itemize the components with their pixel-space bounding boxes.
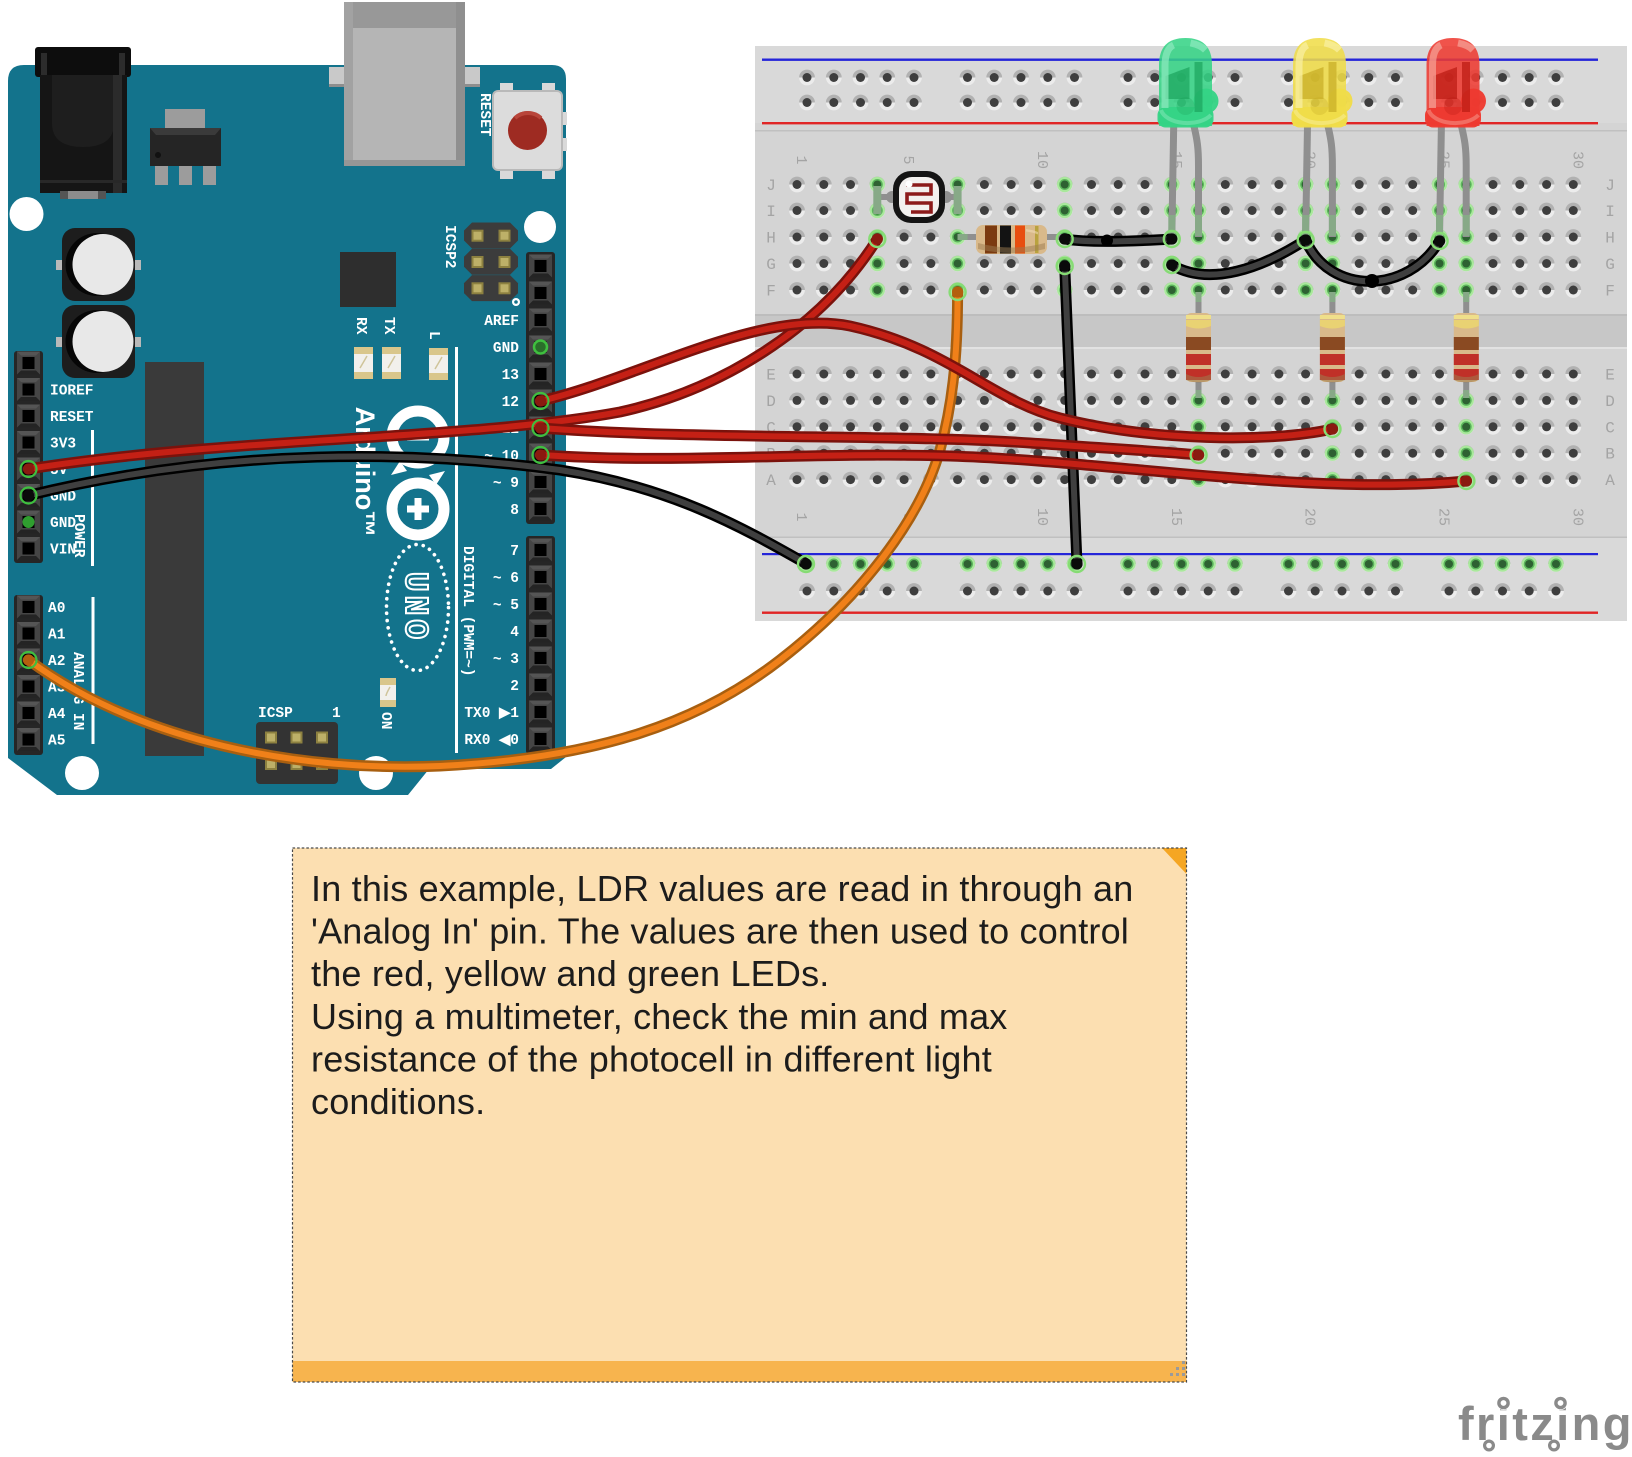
svg-text:In this example, LDR values ar: In this example, LDR values are read in … [311, 868, 1133, 909]
svg-text:VIN: VIN [50, 543, 76, 559]
svg-text:conditions.: conditions. [311, 1081, 485, 1122]
svg-text:H: H [1605, 230, 1615, 248]
svg-text:TX0 ▶1: TX0 ▶1 [464, 706, 519, 722]
svg-text:B: B [1605, 446, 1615, 464]
svg-text:12: 12 [502, 395, 519, 411]
svg-text:G: G [1605, 256, 1615, 274]
svg-text:AREF: AREF [484, 314, 519, 330]
svg-text:8: 8 [510, 503, 519, 519]
svg-text:7: 7 [510, 544, 519, 560]
svg-text:'Analog In' pin. The values ar: 'Analog In' pin. The values are then use… [311, 911, 1129, 952]
svg-text:A: A [1605, 472, 1615, 490]
svg-text:Using a multimeter, check the: Using a multimeter, check the min and ma… [311, 996, 1008, 1037]
svg-text:RESET: RESET [50, 410, 94, 426]
svg-text:C: C [766, 419, 776, 437]
svg-text:I: I [766, 203, 776, 221]
svg-text:L: L [425, 331, 441, 340]
svg-text:~ 6: ~ 6 [493, 571, 519, 587]
svg-text:H: H [766, 230, 776, 248]
svg-text:20: 20 [1301, 508, 1318, 526]
svg-text:15: 15 [1167, 508, 1184, 526]
svg-text:10: 10 [1033, 151, 1050, 169]
svg-text:J: J [766, 177, 776, 195]
svg-text:RX0 ◀0: RX0 ◀0 [464, 733, 519, 749]
svg-text:1: 1 [792, 512, 809, 521]
svg-text:RESET: RESET [476, 93, 492, 137]
svg-text:E: E [766, 367, 776, 385]
svg-text:25: 25 [1435, 508, 1452, 526]
svg-text:~ 9: ~ 9 [493, 476, 519, 492]
svg-text:G: G [766, 256, 776, 274]
svg-text:D: D [766, 393, 776, 411]
svg-text:GND: GND [493, 341, 519, 357]
svg-text:DIGITAL (PWM=~): DIGITAL (PWM=~) [459, 546, 475, 677]
svg-text:ON: ON [377, 712, 393, 729]
svg-text:C: C [1605, 419, 1615, 437]
svg-text:ICSP2: ICSP2 [441, 225, 457, 269]
svg-text:the red, yellow and green LEDs: the red, yellow and green LEDs. [311, 953, 830, 994]
svg-text:E: E [1605, 367, 1615, 385]
svg-text:~ 5: ~ 5 [493, 598, 519, 614]
svg-text:5: 5 [899, 155, 916, 164]
svg-text:RX: RX [352, 317, 368, 335]
svg-text:F: F [1605, 283, 1615, 301]
svg-text:IOREF: IOREF [50, 384, 94, 400]
svg-text:2: 2 [510, 679, 519, 695]
svg-text:J: J [1605, 177, 1615, 195]
svg-text:A0: A0 [48, 601, 65, 617]
svg-text:A1: A1 [48, 628, 66, 644]
svg-text:ICSP: ICSP [258, 706, 293, 722]
svg-text:A5: A5 [48, 734, 65, 750]
svg-text:I: I [1605, 203, 1615, 221]
svg-text:resistance of the photocell in: resistance of the photocell in different… [311, 1038, 992, 1079]
svg-text:POWER: POWER [70, 514, 86, 558]
svg-text:D: D [1605, 393, 1615, 411]
svg-text:GND: GND [50, 516, 76, 532]
svg-text:30: 30 [1568, 151, 1585, 169]
svg-text:A2: A2 [48, 654, 65, 670]
svg-text:~ 3: ~ 3 [493, 652, 519, 668]
svg-text:Arduino™: Arduino™ [350, 407, 380, 537]
svg-text:4: 4 [510, 625, 519, 641]
svg-text:10: 10 [1033, 508, 1050, 526]
svg-text:3V3: 3V3 [50, 437, 76, 453]
svg-text:30: 30 [1568, 508, 1585, 526]
svg-text:F: F [766, 283, 776, 301]
svg-text:13: 13 [502, 368, 519, 384]
svg-text:TX: TX [380, 317, 396, 335]
svg-text:UNO: UNO [396, 572, 433, 643]
svg-text:A4: A4 [48, 707, 66, 723]
svg-text:A: A [766, 472, 776, 490]
svg-text:1: 1 [792, 155, 809, 164]
svg-text:1: 1 [332, 706, 341, 722]
